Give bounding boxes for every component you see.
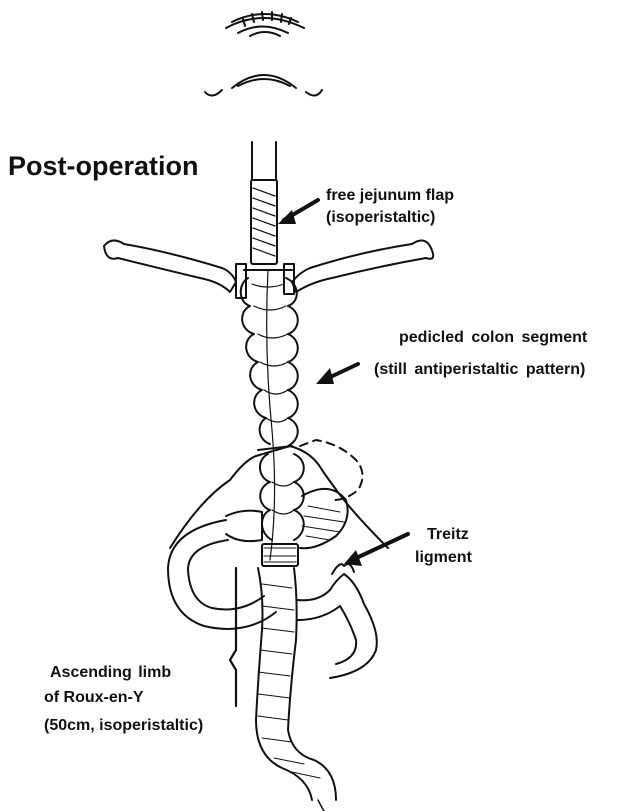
- anastomosis: [262, 544, 298, 566]
- arrow-to-treitz: [352, 534, 408, 560]
- pointer-arrows: [284, 200, 408, 560]
- label-roux-en-y: of Roux-en-Y: [44, 688, 144, 707]
- label-colon-segment: pedicled colon segment: [399, 328, 587, 347]
- label-jejunum-flap-note: (isoperistaltic): [326, 208, 435, 227]
- label-treitz: Treitz: [427, 525, 469, 544]
- arrowhead-jejunum-flap: [278, 210, 296, 224]
- colon-segment: [241, 270, 304, 560]
- right-bowel-loop: [298, 574, 377, 678]
- label-ascending-limb: Ascending limb: [50, 663, 171, 682]
- diaphragm-stomach: [170, 440, 388, 548]
- neck-tube: [252, 142, 276, 180]
- label-jejunum-flap: free jejunum flap: [326, 186, 454, 205]
- label-roux-length: (50cm, isoperistaltic): [44, 716, 203, 735]
- face-sketch: [205, 12, 322, 96]
- arrowhead-colon-segment: [316, 368, 334, 384]
- treitz-ligament: [332, 564, 354, 574]
- label-treitz-ligament: ligment: [415, 548, 472, 567]
- jejunum-flap: [251, 180, 277, 264]
- label-colon-segment-note: (still antiperistaltic pattern): [374, 360, 585, 379]
- page-title: Post-operation: [8, 150, 199, 182]
- roux-bracket: [230, 568, 236, 706]
- roux-ascending-limb: [256, 568, 336, 811]
